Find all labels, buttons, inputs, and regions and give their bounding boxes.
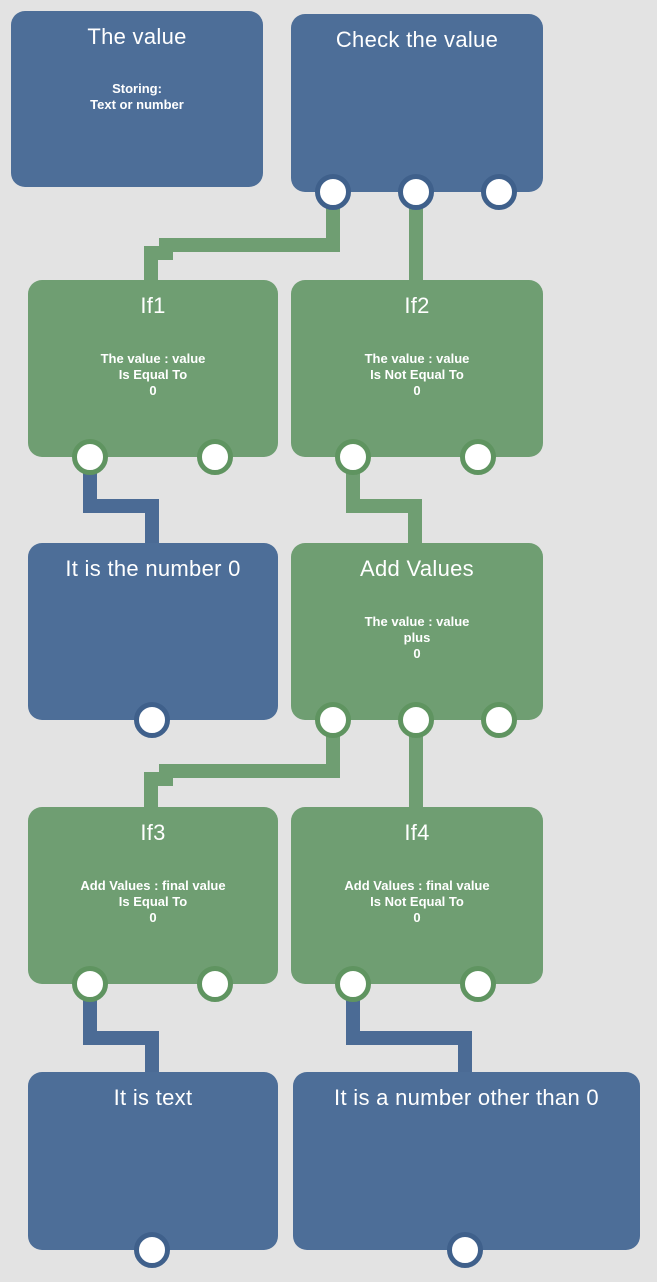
node-title-it-is-the-number-0: It is the number 0 [65,556,241,581]
wire-add-values-to-if3 [144,720,340,813]
output-port-check-the-value[interactable] [398,174,434,210]
node-body-line: The value : value [364,613,470,629]
node-body-line: Storing: [112,81,162,97]
node-body-line: 0 [413,382,421,398]
node-body-line: The value : value [100,350,206,366]
output-port-add-values[interactable] [398,702,434,738]
wire-if4-to-other [346,984,472,1078]
output-port-check-the-value[interactable] [481,174,517,210]
node-body-line: 0 [149,382,157,398]
node-it-is-a-number-other-than-0[interactable]: It is a number other than 0 [293,1072,640,1250]
node-title-it-is-text: It is text [113,1085,193,1110]
output-port-if4[interactable] [335,966,371,1002]
output-port-add-values[interactable] [481,702,517,738]
node-body-line: 0 [149,909,157,925]
output-port-it-is-the-number-0[interactable] [134,702,170,738]
node-body-line: Add Values : final value [344,877,490,893]
output-port-it-is-a-number-other-than-0[interactable] [447,1232,483,1268]
output-port-if1[interactable] [72,439,108,475]
wire-check-to-if1 [144,192,340,286]
wire-if2-to-add-values [346,457,422,549]
node-title-if3: If3 [140,820,166,845]
node-it-is-the-number-0[interactable]: It is the number 0 [28,543,278,720]
node-body-line: 0 [413,645,421,661]
output-port-if3[interactable] [72,966,108,1002]
node-it-is-text[interactable]: It is text [28,1072,278,1250]
node-body-line: The value : value [364,350,470,366]
node-body-line: Is Not Equal To [370,366,464,382]
output-port-it-is-text[interactable] [134,1232,170,1268]
output-port-check-the-value[interactable] [315,174,351,210]
node-body-line: plus [403,629,431,645]
node-body-line: 0 [413,909,421,925]
node-title-if4: If4 [404,820,430,845]
output-port-if2[interactable] [460,439,496,475]
node-title-if2: If2 [404,293,430,318]
node-title-check-the-value: Check the value [335,27,499,52]
output-port-if2[interactable] [335,439,371,475]
output-port-add-values[interactable] [315,702,351,738]
output-port-if3[interactable] [197,966,233,1002]
wire-if1-to-number0 [83,457,159,549]
node-body-line: Is Equal To [118,366,188,382]
node-body-line: Is Equal To [118,893,188,909]
wire-if3-to-text [83,984,159,1078]
output-port-if1[interactable] [197,439,233,475]
node-body-line: Text or number [90,97,184,113]
node-title-it-is-a-number-other-than-0: It is a number other than 0 [334,1085,599,1110]
node-title-if1: If1 [140,293,166,318]
node-title-add-values: Add Values [360,556,474,581]
node-body-line: Add Values : final value [80,877,226,893]
node-body-line: Is Not Equal To [370,893,464,909]
node-check-the-value[interactable]: Check the value [291,14,543,192]
node-title-the-value: The value [87,24,187,49]
output-port-if4[interactable] [460,966,496,1002]
node-body-the-value: Storing:Text or number [11,81,263,113]
